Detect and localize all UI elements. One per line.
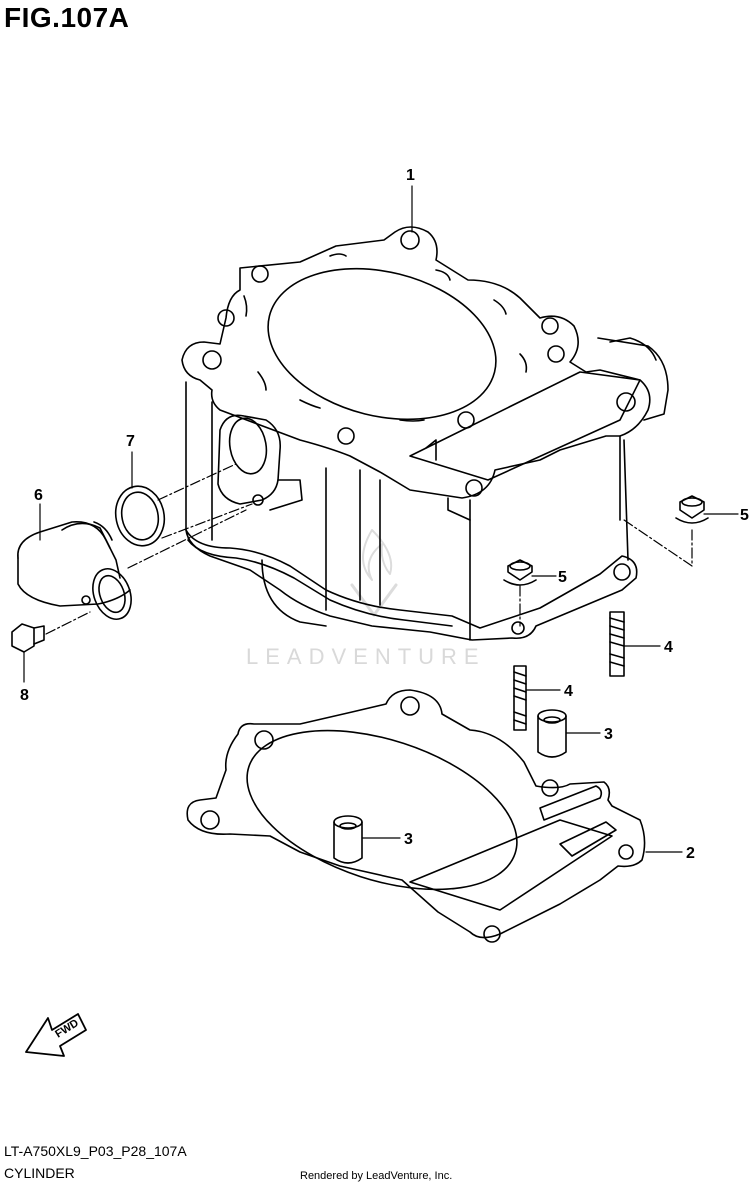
watermark-text: LEADVENTURE bbox=[246, 644, 486, 669]
stud-bolt-part-a[interactable] bbox=[513, 665, 527, 731]
callout-4a: 4 bbox=[564, 683, 573, 700]
callout-labels: 1 2 3 3 4 4 5 5 6 7 8 bbox=[20, 167, 749, 862]
gasket-part[interactable] bbox=[186, 689, 646, 943]
callout-8: 8 bbox=[20, 687, 29, 704]
dowel-pin-part-b[interactable] bbox=[333, 815, 363, 864]
nut-part-a[interactable] bbox=[503, 559, 537, 586]
dowel-pin-part-a[interactable] bbox=[537, 709, 567, 758]
bolt-part[interactable] bbox=[11, 623, 45, 653]
callout-3b: 3 bbox=[404, 831, 413, 848]
callout-3a: 3 bbox=[604, 726, 613, 743]
watermark: LEADVENTURE bbox=[246, 529, 486, 669]
figure-code: LT-A750XL9_P03_P28_107A bbox=[4, 1143, 187, 1159]
stud-bolt-part-b[interactable] bbox=[609, 611, 625, 677]
nut-part-b[interactable] bbox=[675, 495, 709, 524]
callout-6: 6 bbox=[34, 487, 43, 504]
callout-2: 2 bbox=[686, 845, 695, 862]
callout-5a: 5 bbox=[558, 569, 567, 586]
callout-7: 7 bbox=[126, 433, 135, 450]
callout-1: 1 bbox=[406, 167, 415, 184]
water-inlet-pipe-part[interactable] bbox=[17, 521, 138, 625]
o-ring-part[interactable] bbox=[110, 482, 169, 551]
fwd-arrow-icon: FWD bbox=[25, 1013, 87, 1057]
fwd-label: FWD bbox=[53, 1017, 81, 1040]
figure-name: CYLINDER bbox=[4, 1165, 75, 1181]
leader-lines bbox=[23, 185, 739, 853]
callout-4b: 4 bbox=[664, 639, 673, 656]
figure-title: FIG.107A bbox=[4, 2, 130, 33]
callout-5b: 5 bbox=[740, 507, 749, 524]
rendered-by: Rendered by LeadVenture, Inc. bbox=[300, 1170, 453, 1182]
cylinder-part[interactable] bbox=[181, 226, 669, 641]
